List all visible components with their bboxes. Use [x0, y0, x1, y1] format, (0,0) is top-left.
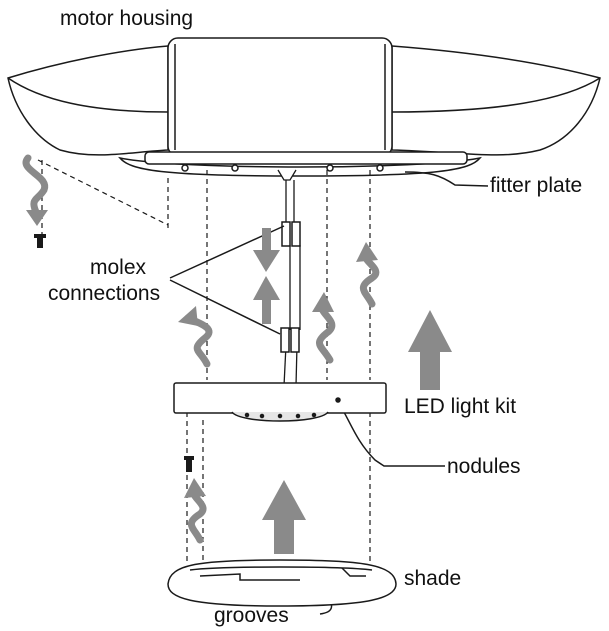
shade: [167, 559, 397, 607]
motor-housing: [7, 37, 601, 177]
left-screw-assembly: [22, 154, 169, 248]
molex-connector-lower: [280, 327, 300, 353]
label-molex-line1: molex: [90, 256, 147, 279]
nodule: [277, 413, 283, 419]
curved-arrow-icon: [359, 252, 380, 308]
curved-arrow-icon: [187, 488, 207, 544]
curved-arrow-icon: [22, 154, 49, 226]
label-fitter-plate: fitter plate: [490, 174, 582, 197]
molex-connector-upper: [281, 221, 301, 247]
curved-arrow-icon: [356, 242, 378, 262]
screw-icon: [184, 456, 194, 472]
nodule: [244, 412, 250, 418]
nodule: [259, 413, 265, 419]
curved-arrow-icon: [184, 478, 206, 498]
up-arrow-icon: [262, 480, 306, 554]
label-shade: shade: [404, 567, 461, 590]
curved-arrow-icon: [178, 306, 198, 326]
label-nodules: nodules: [447, 455, 521, 478]
led-light-kit: [173, 382, 387, 422]
nodule: [295, 413, 301, 419]
wiring: [277, 169, 301, 387]
curved-arrow-icon: [312, 292, 334, 312]
up-arrow-icon: [253, 276, 280, 324]
label-molex-line2: connections: [48, 282, 160, 305]
up-arrow-icon: [408, 310, 452, 390]
fitter-plate: [144, 151, 468, 172]
curved-arrow-icon: [316, 302, 336, 364]
label-motor-housing: motor housing: [60, 7, 193, 30]
label-led-light-kit: LED light kit: [404, 395, 516, 418]
label-grooves: grooves: [214, 604, 289, 627]
curved-arrow-icon: [184, 314, 213, 368]
down-arrow-icon: [253, 228, 280, 272]
nodule: [311, 412, 317, 418]
nodule: [335, 397, 341, 403]
screw-icon: [34, 234, 46, 248]
